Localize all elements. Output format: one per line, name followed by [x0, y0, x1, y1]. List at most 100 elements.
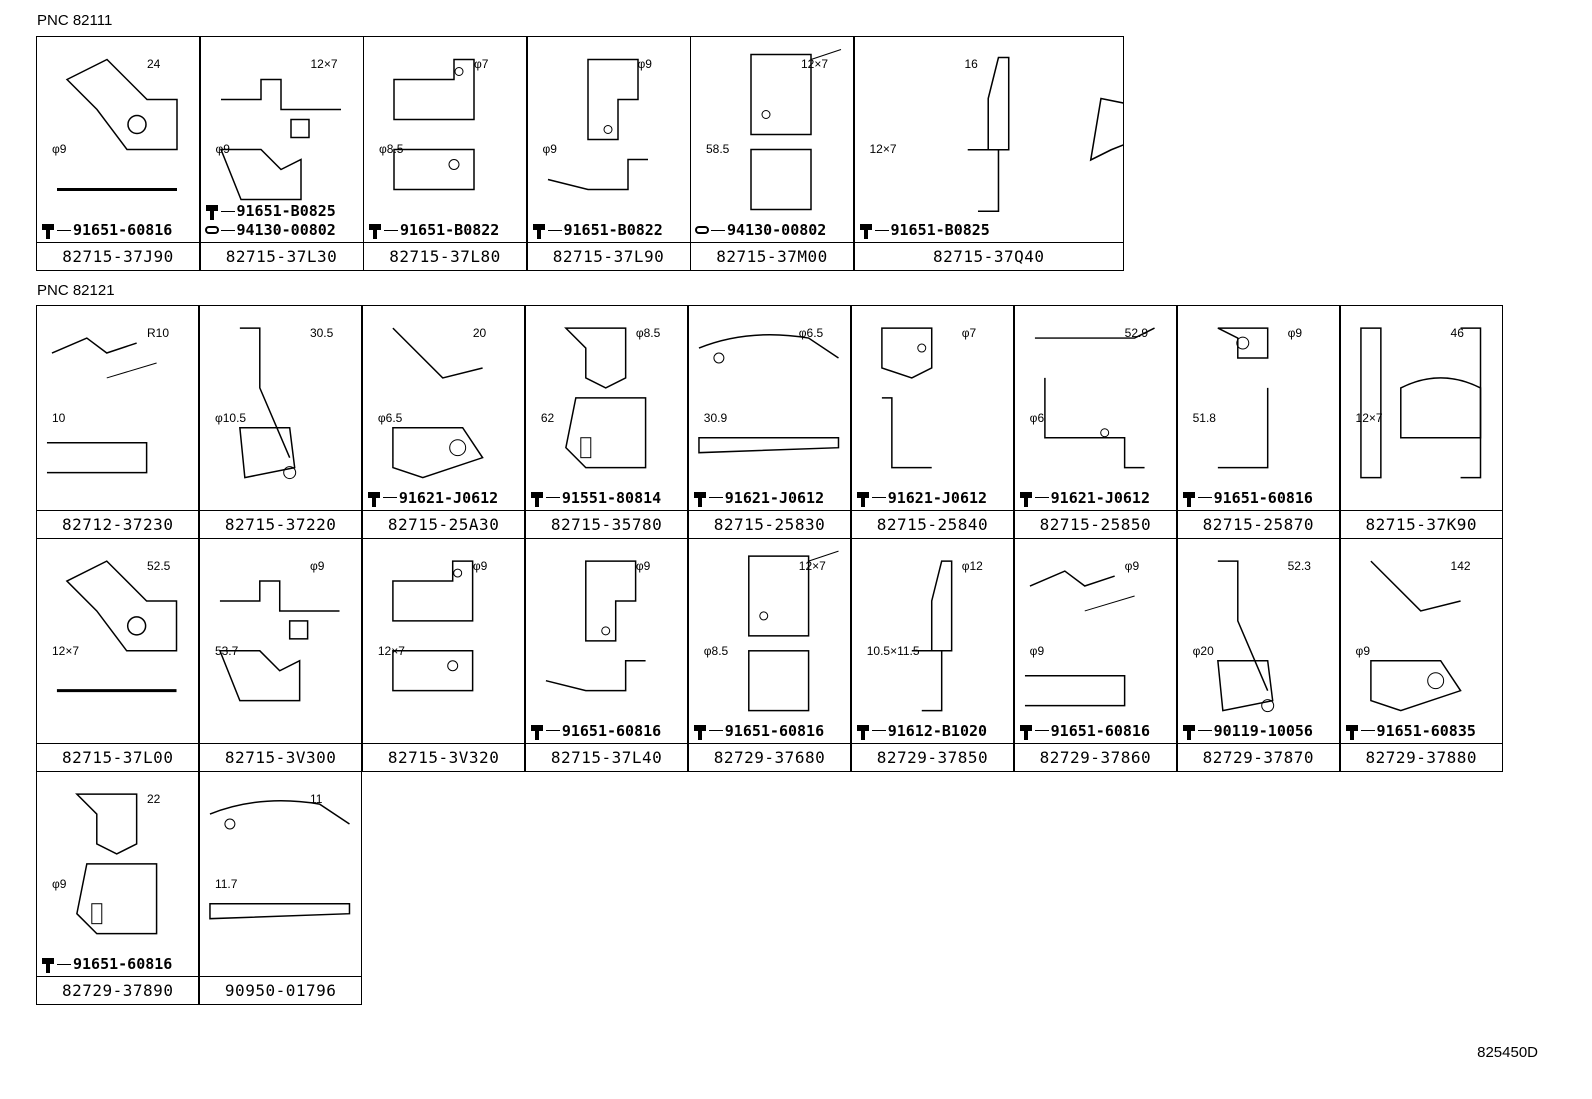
fastener-part-number: 91612-B1020 [887, 721, 988, 740]
clip-icon [204, 226, 219, 234]
fastener-callout[interactable]: 91651-60835 [1345, 722, 1476, 740]
bracket-drawing [967, 56, 1123, 213]
bolt-icon [693, 489, 707, 507]
part-number[interactable]: 82715-37K90 [1340, 509, 1502, 538]
fastener-callout[interactable]: 91651-B0825 [859, 221, 990, 239]
fastener-part-number: 91651-60835 [1376, 721, 1476, 740]
fastener-callout[interactable]: 91651-B0822 [532, 221, 663, 239]
part-number[interactable]: 82729-37850 [851, 742, 1014, 771]
fastener-part-number: 91651-60816 [561, 721, 662, 740]
fastener-callout[interactable]: 91651-60816 [41, 221, 172, 239]
part-number[interactable]: 82715-37L40 [525, 742, 688, 771]
part-number[interactable]: 82715-37L30 [200, 242, 363, 270]
fastener-callout[interactable]: 91612-B1020 [856, 722, 987, 740]
part-number[interactable]: 82715-37220 [199, 509, 362, 538]
part-number[interactable]: 82715-37L00 [37, 742, 199, 771]
bracket-drawing [392, 560, 474, 692]
bolt-icon [530, 489, 544, 507]
part-number[interactable]: 82715-3V320 [362, 742, 525, 771]
dimension-label: 16 [964, 57, 978, 71]
bolt-icon [856, 722, 870, 740]
dimension-label: 12×7 [1355, 411, 1383, 425]
part-number[interactable]: 82729-37870 [1177, 742, 1340, 771]
bolt-icon [41, 221, 55, 239]
fastener-callout[interactable]: 94130-00802 [695, 221, 826, 239]
fastener-callout[interactable]: 91651-60816 [41, 955, 172, 973]
part-number[interactable]: 90950-01796 [199, 976, 362, 1004]
fastener-callout[interactable]: 91651-60816 [1019, 722, 1150, 740]
part-number[interactable]: 82715-37Q40 [854, 242, 1123, 270]
part-number[interactable]: 82729-37890 [37, 976, 199, 1004]
part-number[interactable]: 82715-25840 [851, 509, 1014, 538]
fastener-callout[interactable]: 91651-60816 [1182, 489, 1313, 507]
bolt-icon [532, 221, 546, 239]
dimension-label: φ9 [1124, 559, 1140, 574]
part-number[interactable]: 82715-25A30 [362, 509, 525, 538]
dimension-label: φ12 [961, 559, 983, 574]
fastener-callout[interactable]: 91621-J0612 [1019, 489, 1150, 507]
dimension-label: 53.7 [214, 644, 239, 659]
part-number[interactable]: 82715-37M00 [691, 242, 853, 270]
dimension-label: φ9 [52, 142, 67, 156]
dimension-label: 10 [52, 411, 66, 425]
part-number[interactable]: 82715-37L90 [527, 242, 690, 270]
dimension-label: φ6.5 [377, 411, 403, 425]
bracket-drawing [392, 327, 484, 479]
fastener-part-number: 91651-B0825 [236, 202, 336, 220]
fastener-callout[interactable]: 91651-60816 [693, 722, 824, 740]
part-number[interactable]: 82715-37J90 [37, 242, 199, 270]
part-number[interactable]: 82715-25850 [1014, 509, 1177, 538]
dimension-label: φ9 [1029, 644, 1045, 659]
part-number[interactable]: 82715-25870 [1177, 509, 1340, 538]
dimension-label: 142 [1450, 559, 1471, 574]
fastener-callout[interactable]: 91621-J0612 [856, 489, 987, 507]
diagram-code: 825450D [1477, 1044, 1538, 1061]
part-number[interactable]: 82715-3V300 [199, 742, 362, 771]
part-number[interactable]: 82712-37230 [37, 509, 199, 538]
part-cell[interactable]: φ9 φ9 91651-60816 82729-37860 [1014, 539, 1177, 771]
fastener-callout[interactable]: 90119-10056 [1182, 722, 1313, 740]
bracket-drawing [46, 337, 157, 474]
fastener-callout[interactable]: 91651-B0825 [205, 202, 336, 220]
fastener-callout[interactable]: 91621-J0612 [693, 489, 824, 507]
fastener-callout[interactable]: 91651-60816 [530, 722, 661, 740]
part-number[interactable]: 82729-37860 [1014, 742, 1177, 771]
fastener-callout[interactable]: 91551-80814 [530, 489, 661, 507]
part-number[interactable]: 82729-37680 [688, 742, 851, 771]
part-number[interactable]: 82715-35780 [525, 509, 688, 538]
part-number[interactable]: 82715-37L80 [364, 242, 526, 270]
fastener-callout[interactable]: 91621-J0612 [367, 489, 498, 507]
part-number[interactable]: 82729-37880 [1340, 742, 1502, 771]
fastener-callout[interactable]: 91651-B0822 [368, 221, 499, 239]
fastener-callout[interactable]: 94130-00802 [204, 221, 336, 239]
part-number[interactable]: 82715-25830 [688, 509, 851, 538]
